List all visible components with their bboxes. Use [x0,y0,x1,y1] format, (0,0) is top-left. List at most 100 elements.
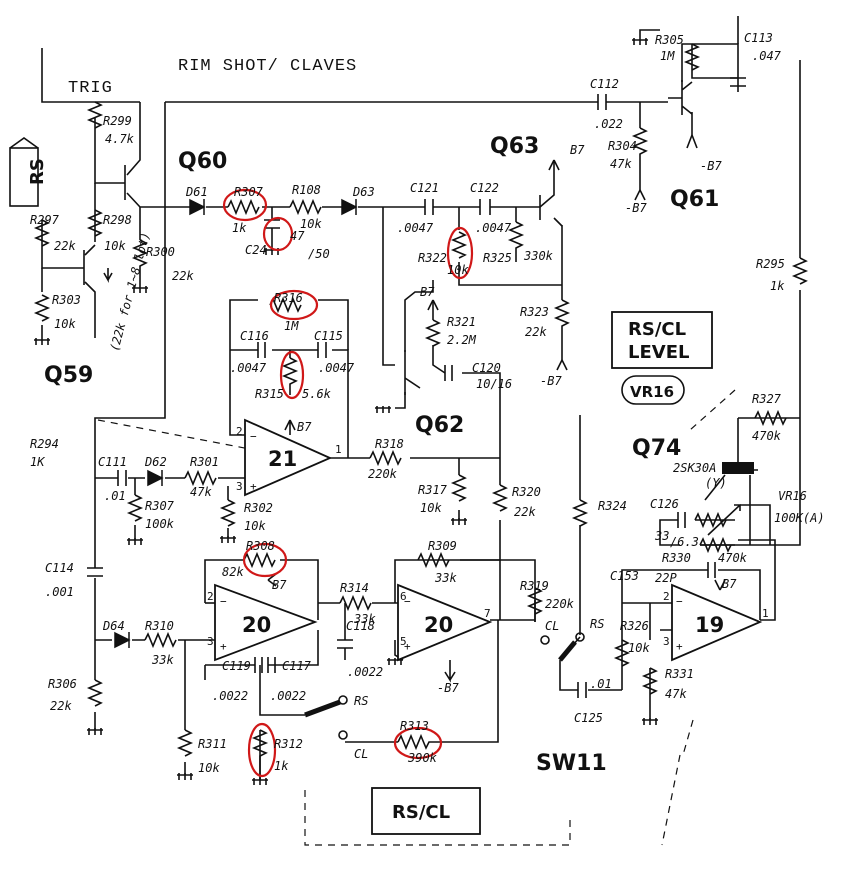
resistor-r295 [791,257,809,285]
r310-val: 33k [151,653,174,667]
r304-ref: R304 [608,139,637,153]
svg-text:−: − [404,595,411,608]
c126-val: 33 [654,529,669,543]
highlight-c24 [262,216,294,252]
c24-ref: C24 [245,243,267,257]
opamp-20b-supply: -B7 [437,681,459,695]
resistor-r323 [553,299,571,360]
resistor-r300 [131,239,149,286]
q61-label: Q61 [670,187,719,212]
r294-ref: R294 [30,437,59,451]
svg-text:3: 3 [663,635,670,648]
wiring [41,16,801,780]
svg-text:2: 2 [663,590,670,603]
svg-text:+: + [676,640,683,653]
switch-sw11-contacts [304,632,585,740]
r320-ref: R320 [512,485,541,499]
r307-ref: R307 [145,499,175,513]
resistor-r305 [683,43,701,71]
r322-val: 10k [447,263,469,277]
r321-val: 2.2M [447,333,477,347]
svg-text:−: − [220,595,227,608]
c114-ref: C114 [45,561,74,575]
highlight-r316 [269,289,319,321]
vr16-val: 100K(A) [774,511,825,525]
capacitors [87,77,746,698]
resistor-r316 [269,296,302,314]
q61-supply: -B7 [700,159,722,173]
opamp-21 [244,418,333,497]
vr16-badge [621,375,685,405]
resistor-r308 [243,551,276,569]
c114-val: .001 [45,585,74,599]
r326-val: 10k [628,641,650,655]
c118-ref: C118 [346,619,375,633]
svg-text:1: 1 [335,443,342,456]
r317-val: 10k [420,501,442,515]
r298-ref: R298 [103,213,132,227]
highlight-r313 [393,726,443,760]
r301-val: 47k [190,485,212,499]
r314-val: 33k [353,612,376,626]
capacitor-c125 [577,682,587,698]
opamp-20b-label: 20 [424,613,453,637]
svg-text:3: 3 [236,480,243,493]
c117-val: .0022 [270,689,306,703]
resistor-r321 [424,319,442,347]
capacitor-c153 [707,562,716,578]
r319-val: 220k [545,597,575,611]
r316-val: 1M [284,319,299,333]
q62-label: Q62 [415,413,464,438]
switch-label: SW11 [536,751,607,776]
q74-part: 2SK30A [673,461,716,475]
r312-val: 1k [274,759,289,773]
diode-d61 [189,198,206,216]
c121-val: .0047 [397,221,434,235]
r327-ref: R327 [752,392,782,406]
opamp-20a-label: 20 [242,613,271,637]
diode-d64 [114,631,131,649]
resistor-r302 [219,499,237,527]
highlight-r308 [242,542,288,578]
capacitor-c116 [257,342,266,358]
resistor-r322 [450,231,468,259]
capacitor-c121 [424,199,434,215]
rscl-level-line1: RS/CL [628,319,686,340]
resistor-r307-top [227,198,260,216]
c119-val: .0022 [212,689,248,703]
rscl-box [371,787,481,835]
c116-val: .0047 [230,361,267,375]
part-labels: R299 4.7k R298 10k R297 22k R303 10k R30… [30,31,825,775]
q63-label: Q63 [490,134,539,159]
r315-val: 5.6k [302,387,332,401]
q74-grade: (Y) [705,476,727,490]
c122-val: .0047 [475,221,512,235]
r323-supply: -B7 [540,374,562,388]
r304-val: 47k [610,157,632,171]
r319-ref: R319 [520,579,549,593]
r306-ref: R306 [48,677,77,691]
c122-ref: C122 [470,181,499,195]
dashed-leader [682,719,694,756]
resistor-r108 [289,198,322,216]
c115-val: .0047 [318,361,355,375]
r316-ref: R316 [274,291,303,305]
dashed-leader [689,389,736,431]
highlight-r322 [446,226,474,280]
d61-ref: D61 [185,185,208,199]
r295-ref: R295 [756,257,785,271]
opamp-pins: 2− 3+ 1 2− 3+ 6− 5+ 7 2− 3+ 1 [207,425,769,653]
rs-tag-label: RS [27,158,48,185]
q60-label: Q60 [178,149,227,174]
r331-val: 47k [665,687,687,701]
transistors [78,80,693,395]
r321-ref: R321 [447,315,476,329]
resistor-r315 [281,357,299,395]
svg-text:3: 3 [207,635,214,648]
resistor-r314 [339,594,372,612]
transistor-q59 [78,250,85,285]
r294-val: 1K [30,455,45,469]
c118-val: .0022 [347,665,383,679]
r303-val: 10k [54,317,76,331]
r297-ref: R297 [30,213,60,227]
